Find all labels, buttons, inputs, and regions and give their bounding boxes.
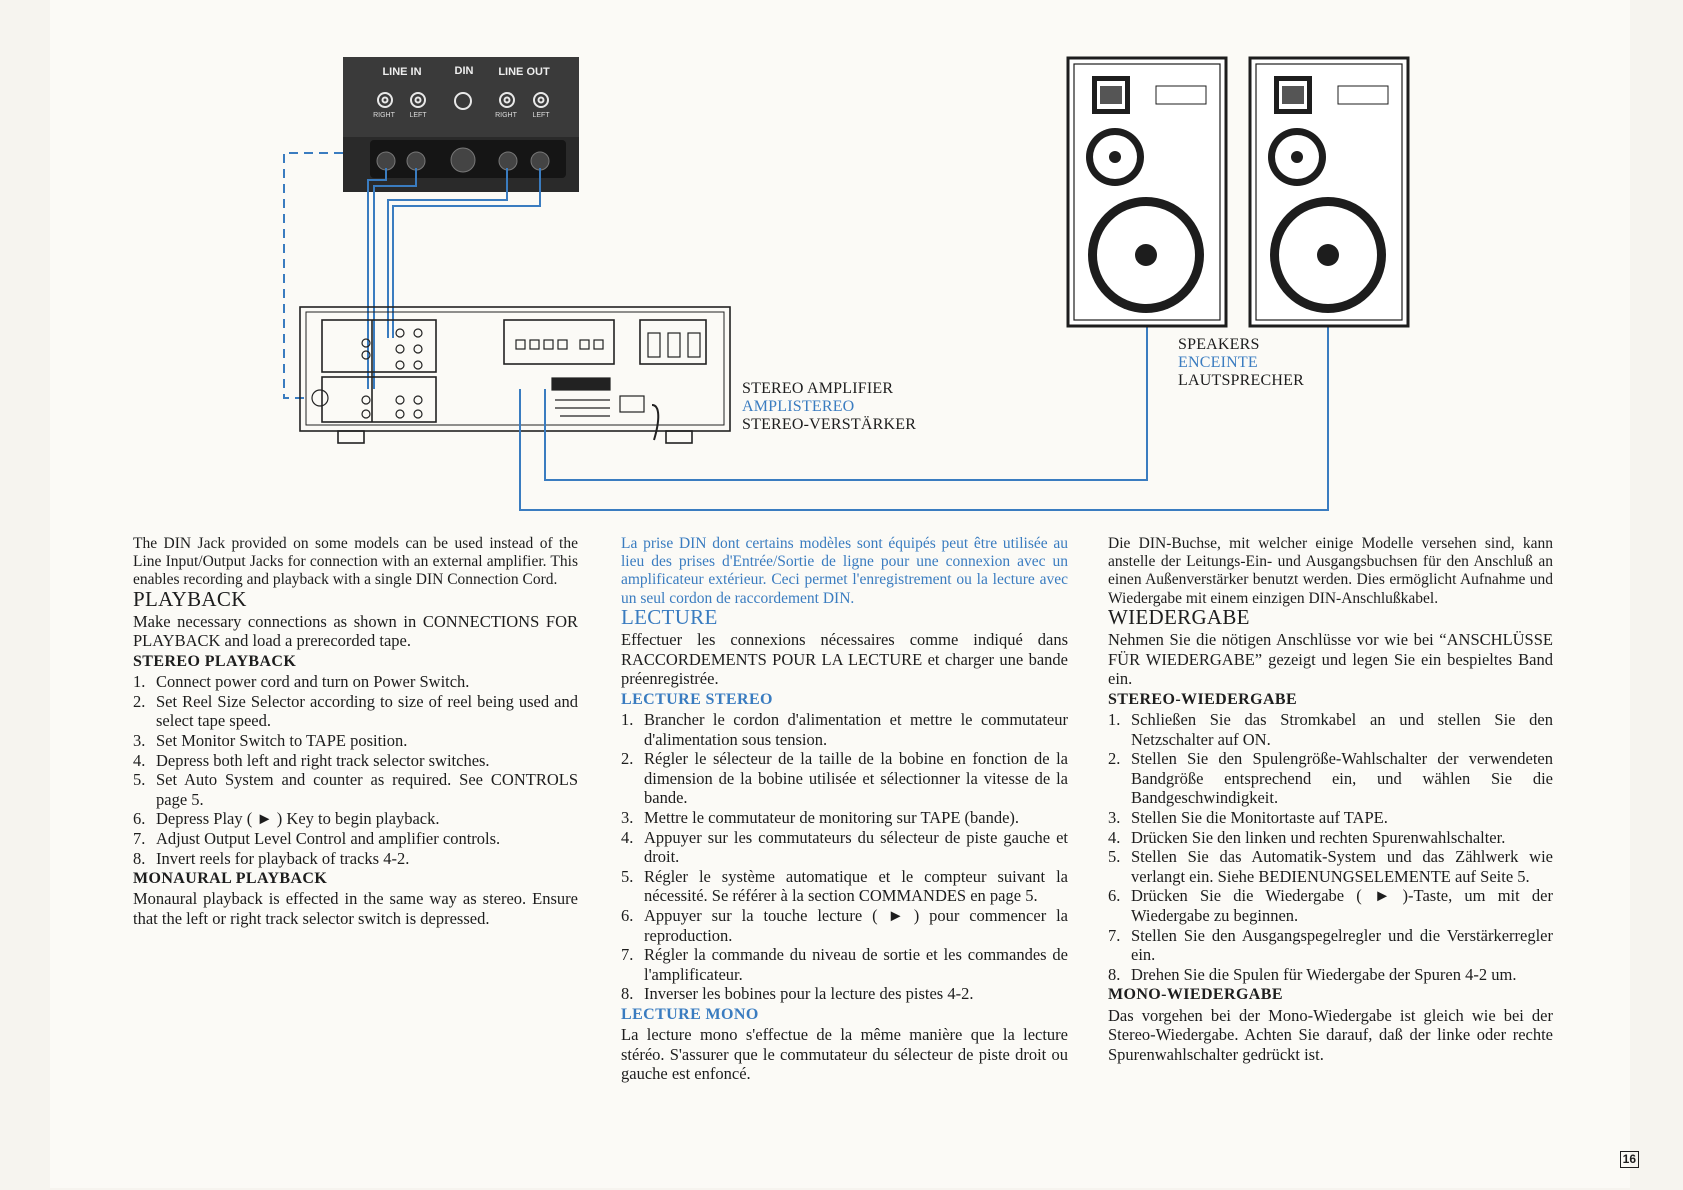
list-item: 4.Depress both left and right track sele…: [133, 750, 490, 770]
list-item: 6.Depress Play ( ► ) Key to begin playba…: [133, 809, 440, 829]
page-number: 16: [1619, 1151, 1639, 1168]
speaker-left: [1066, 56, 1228, 328]
line-cables: [367, 168, 541, 389]
din-panel-line-out: LINE OUT: [498, 66, 550, 78]
list-item: 3.Mettre le commutateur de monitoring su…: [621, 807, 1020, 827]
list-item: 5.Stellen Sie das Automatik-System und d…: [1108, 847, 1553, 886]
speaker-cables: [519, 327, 1329, 511]
french-steps: 1.Brancher le cordon d'alimentation et m…: [621, 710, 1068, 1004]
din-panel-din: DIN: [455, 65, 474, 77]
tape-deck-panel: LINE IN DIN LINE OUT RIGHT LEFT RIGHT LE…: [343, 57, 579, 192]
french-heading: LECTURE: [621, 604, 718, 629]
amplifier-label-fr: AMPLISTEREO: [742, 398, 855, 415]
list-item: 1.Schließen Sie das Stromkabel an und st…: [1108, 710, 1553, 749]
german-mono-text: Das vorgehen bei der Mono-Wiedergabe ist…: [1108, 1005, 1553, 1064]
din-cable: [283, 152, 343, 399]
english-heading: PLAYBACK: [133, 586, 247, 611]
german-lead: Nehmen Sie die nötigen Anschlüsse vor wi…: [1108, 630, 1553, 689]
connection-diagram: LINE IN DIN LINE OUT RIGHT LEFT RIGHT LE…: [283, 56, 1410, 511]
din-panel-right-in: RIGHT: [373, 112, 396, 119]
list-item: 6.Drücken Sie die Wiedergabe ( ► )-Taste…: [1108, 886, 1553, 925]
amplifier-label: STEREO AMPLIFIER AMPLISTEREO STEREO-VERS…: [742, 380, 916, 434]
french-lead: Effectuer les connexions nécessaires com…: [621, 630, 1068, 689]
list-item: 5.Set Auto System and counter as require…: [133, 770, 578, 809]
german-heading: WIEDERGABE: [1108, 604, 1250, 629]
speakers-label-de: LAUTSPRECHER: [1178, 372, 1304, 389]
list-item: 6.Appuyer sur la touche lecture ( ► ) po…: [621, 905, 1068, 945]
list-item: 2.Régler le sélecteur de la taille de la…: [621, 749, 1068, 808]
din-panel-left-in: LEFT: [409, 112, 427, 119]
english-column: The DIN Jack provided on some models can…: [133, 535, 578, 929]
speakers-label-en: SPEAKERS: [1178, 336, 1260, 353]
french-column: La prise DIN dont certains modèles sont …: [621, 535, 1068, 1084]
din-panel-left-out: LEFT: [532, 112, 550, 119]
list-item: 7.Régler la commande du niveau de sortie…: [621, 945, 1068, 984]
list-item: 1.Brancher le cordon d'alimentation et m…: [621, 710, 1068, 749]
german-steps: 1.Schließen Sie das Stromkabel an und st…: [1108, 710, 1553, 984]
german-subheading-stereo: STEREO-WIEDERGABE: [1108, 690, 1298, 708]
french-subheading-stereo: LECTURE STEREO: [621, 690, 773, 708]
list-item: 4.Appuyer sur les commutateurs du sélect…: [621, 827, 1068, 867]
english-subheading-stereo: STEREO PLAYBACK: [133, 653, 297, 670]
list-item: 2.Set Reel Size Selector according to si…: [133, 691, 578, 731]
speakers-label: SPEAKERS ENCEINTE LAUTSPRECHER: [1178, 336, 1304, 390]
english-lead: Make necessary connections as shown in C…: [133, 611, 578, 651]
list-item: 5.Régler le système automatique et le co…: [621, 866, 1068, 906]
german-column: Die DIN-Buchse, mit welcher einige Model…: [1108, 535, 1553, 1064]
stereo-amplifier: [299, 306, 731, 444]
list-item: 8.Invert reels for playback of tracks 4-…: [133, 848, 410, 868]
din-panel-line-in: LINE IN: [382, 66, 421, 78]
german-intro: Die DIN-Buchse, mit welcher einige Model…: [1108, 535, 1553, 607]
german-subheading-mono: MONO-WIEDERGABE: [1108, 986, 1283, 1004]
english-steps: 1.Connect power cord and turn on Power S…: [133, 672, 578, 868]
english-mono-text: Monaural playback is effected in the sam…: [133, 889, 578, 928]
din-panel-right-out: RIGHT: [495, 112, 518, 119]
english-intro: The DIN Jack provided on some models can…: [133, 535, 578, 589]
list-item: 3.Set Monitor Switch to TAPE position.: [133, 730, 408, 750]
list-item: 1.Connect power cord and turn on Power S…: [133, 672, 470, 692]
list-item: 2.Stellen Sie den Spulengröße-Wahlschalt…: [1108, 749, 1553, 808]
list-item: 3.Stellen Sie die Monitortaste auf TAPE.: [1108, 807, 1388, 827]
speaker-right: [1248, 56, 1410, 328]
french-intro: La prise DIN dont certains modèles sont …: [621, 535, 1068, 607]
list-item: 4.Drücken Sie den linken und rechten Spu…: [1108, 827, 1506, 847]
list-item: 7.Stellen Sie den Ausgangspegelregler un…: [1108, 925, 1553, 965]
english-subheading-mono: MONAURAL PLAYBACK: [133, 870, 328, 888]
amplifier-label-en: STEREO AMPLIFIER: [742, 380, 894, 397]
list-item: 8.Drehen Sie die Spulen für Wiedergabe d…: [1108, 964, 1517, 984]
list-item: 7.Adjust Output Level Control and amplif…: [133, 828, 501, 848]
french-subheading-mono: LECTURE MONO: [621, 1005, 759, 1023]
speakers-label-fr: ENCEINTE: [1178, 354, 1258, 371]
french-mono-text: La lecture mono s'effectue de la même ma…: [621, 1025, 1068, 1084]
list-item: 8.Inverser les bobines pour la lecture d…: [621, 984, 974, 1004]
amplifier-label-de: STEREO-VERSTÄRKER: [742, 416, 917, 433]
